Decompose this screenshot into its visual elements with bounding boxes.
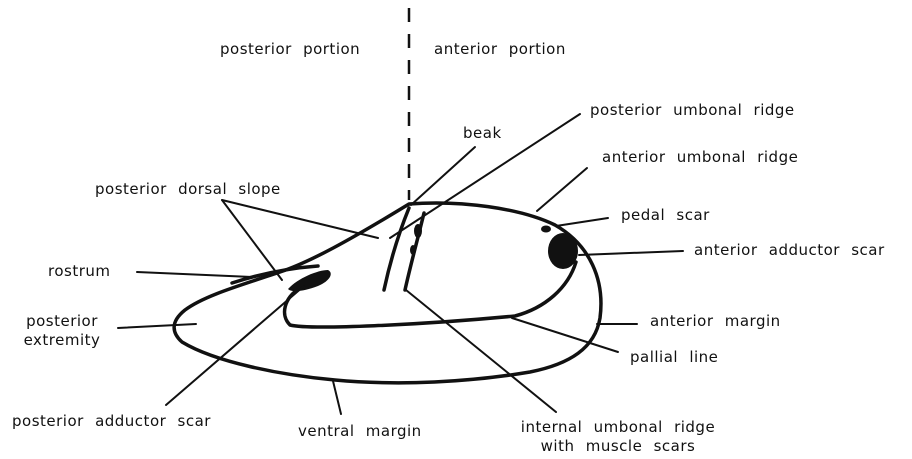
rostrum-leader bbox=[137, 272, 252, 277]
label-beak: beak bbox=[463, 124, 502, 143]
label-rostrum: rostrum bbox=[48, 262, 111, 281]
beak-leader bbox=[411, 147, 475, 205]
label-anterior-adductor-scar: anterior adductor scar bbox=[694, 241, 885, 260]
label-posterior-dorsal-slope: posterior dorsal slope bbox=[95, 180, 281, 199]
label-pallial-line: pallial line bbox=[630, 348, 718, 367]
pedal-scar-leader bbox=[556, 218, 608, 226]
pedal-scar-mark bbox=[541, 226, 551, 233]
label-posterior-umbonal-ridge: posterior umbonal ridge bbox=[590, 101, 795, 120]
label-posterior-extremity-line1: posterior bbox=[10, 312, 114, 331]
label-anterior-umbonal-ridge: anterior umbonal ridge bbox=[602, 148, 798, 167]
label-anterior-margin: anterior margin bbox=[650, 312, 781, 331]
label-posterior-extremity: posterior extremity bbox=[10, 312, 114, 350]
internal-umbonal-ridge-left bbox=[384, 208, 409, 290]
posterior-adductor-scar bbox=[288, 270, 331, 291]
label-internal-umbonal-ridge-line2: with muscle scars bbox=[500, 437, 736, 456]
label-posterior-adductor-scar: posterior adductor scar bbox=[12, 412, 211, 431]
label-internal-umbonal-ridge: internal umbonal ridge with muscle scars bbox=[500, 418, 736, 456]
umbonal-muscle-scar-upper bbox=[414, 224, 422, 238]
posterior-extremity-leader bbox=[118, 324, 196, 328]
anterior-adductor-scar-mark bbox=[548, 233, 578, 269]
shell-outline bbox=[174, 203, 601, 383]
anterior-umbonal-ridge-leader bbox=[537, 168, 587, 211]
label-pedal-scar: pedal scar bbox=[621, 206, 710, 225]
label-posterior-portion: posterior portion bbox=[220, 40, 360, 59]
label-posterior-extremity-line2: extremity bbox=[10, 331, 114, 350]
label-internal-umbonal-ridge-line1: internal umbonal ridge bbox=[500, 418, 736, 437]
anterior-adductor-scar-leader bbox=[579, 251, 683, 255]
umbonal-muscle-scar-lower bbox=[410, 245, 416, 255]
label-ventral-margin: ventral margin bbox=[298, 422, 422, 441]
label-anterior-portion: anterior portion bbox=[434, 40, 566, 59]
ventral-margin-leader bbox=[333, 381, 341, 414]
